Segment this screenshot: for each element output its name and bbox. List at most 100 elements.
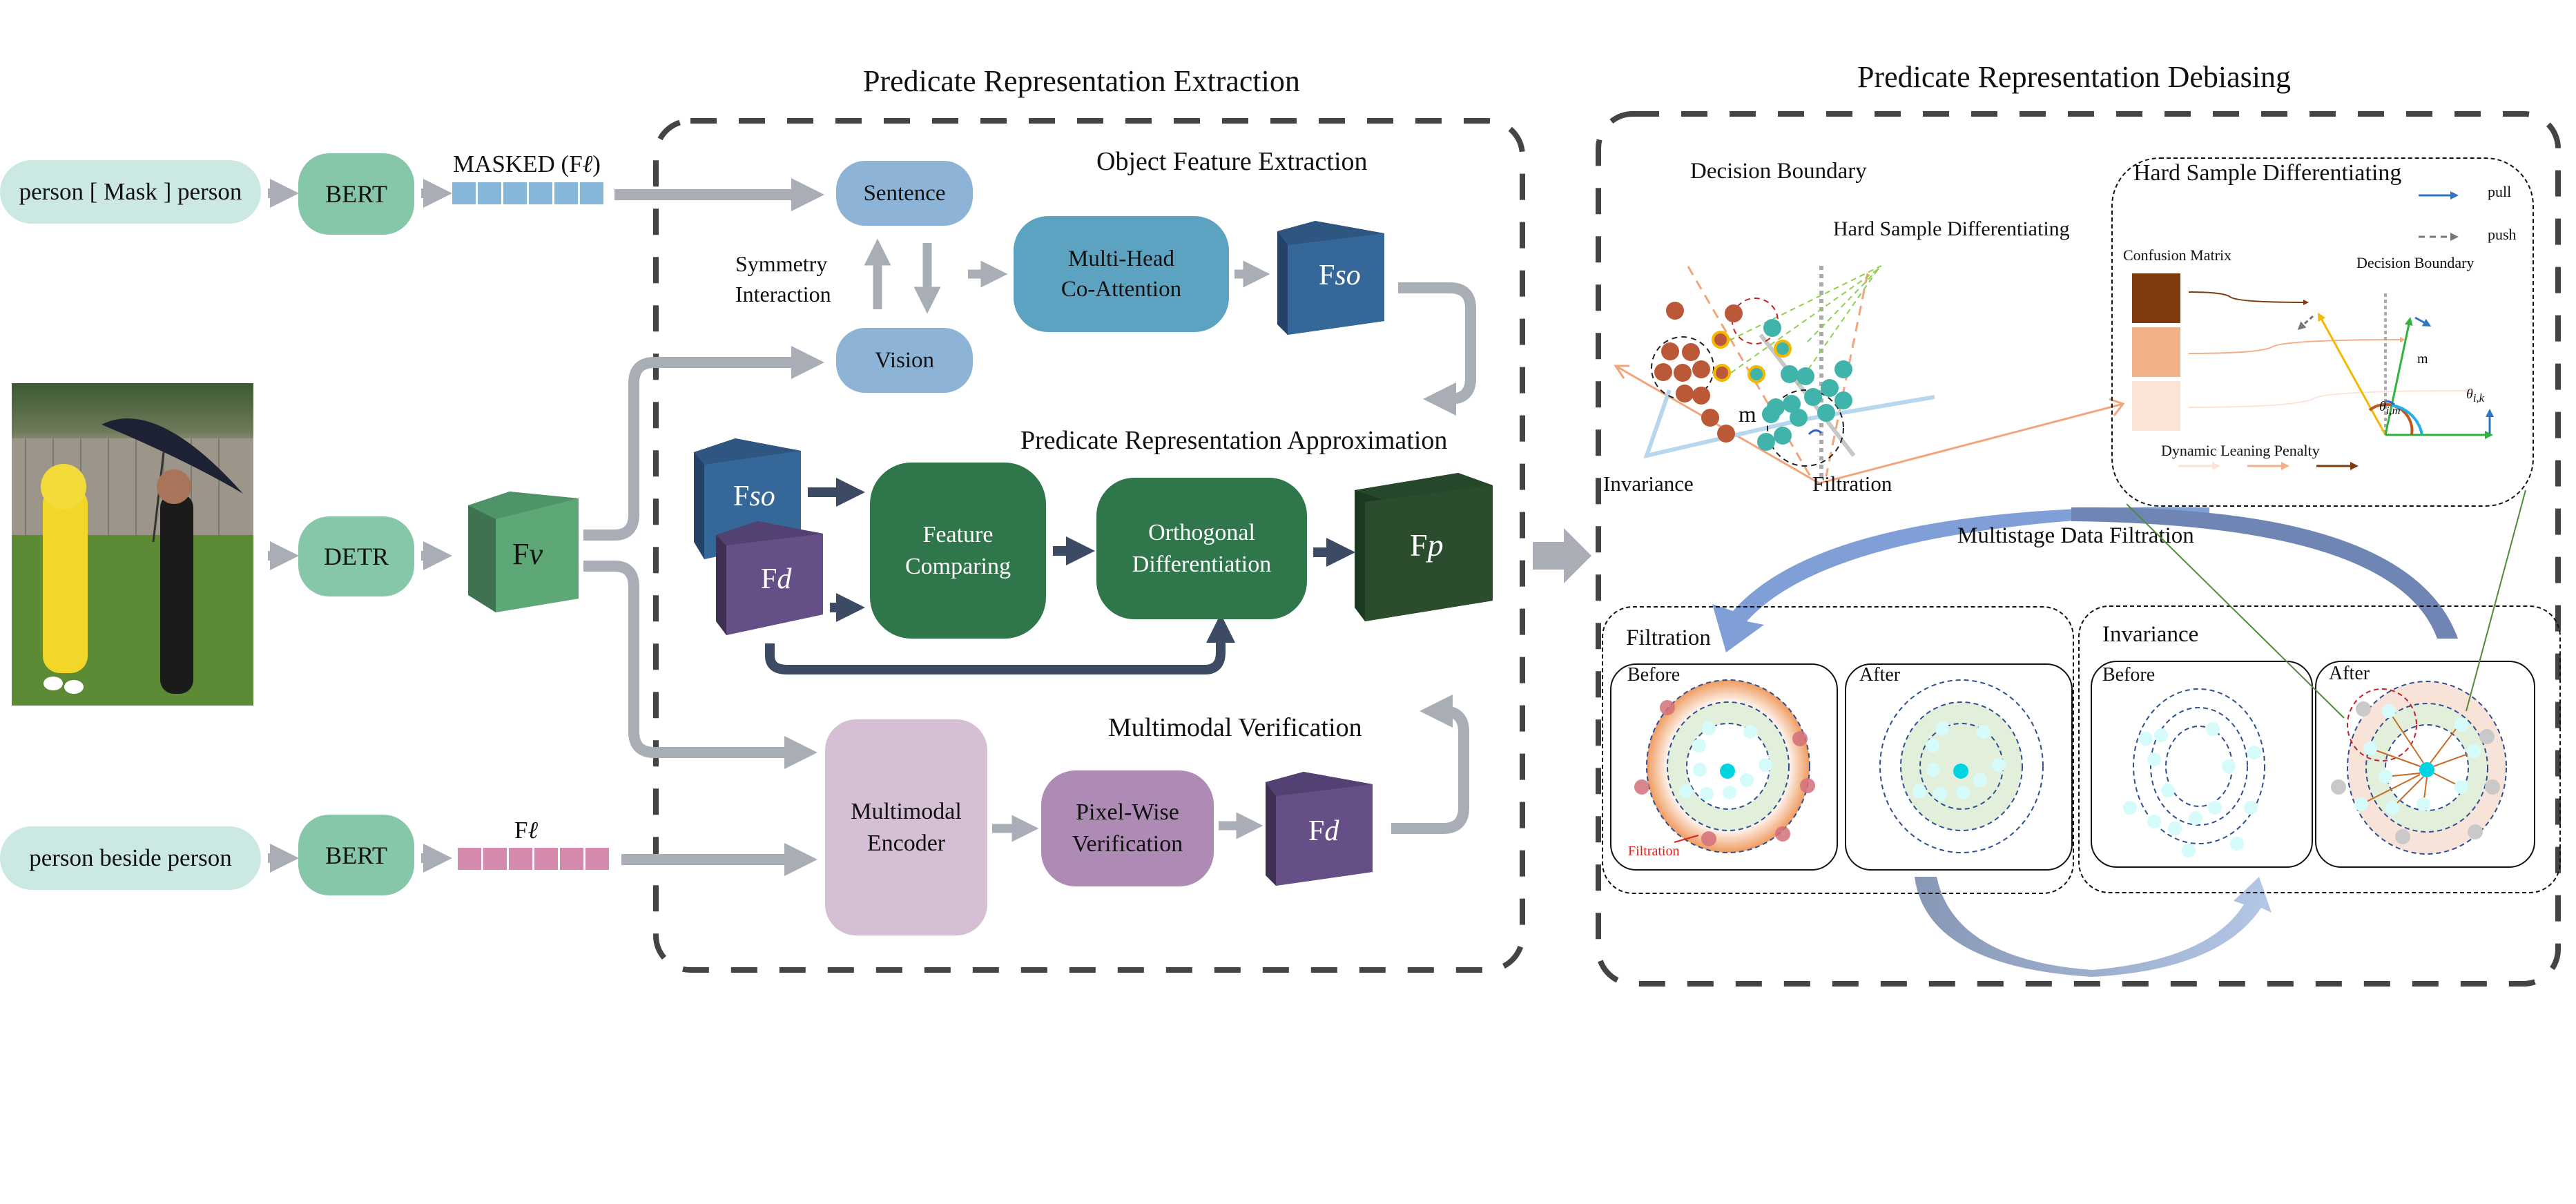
invariance-group-label: Invariance [2102,622,2199,647]
theta-m-sub: i,m [2385,404,2401,417]
debiasing-frame [1596,111,2561,987]
text-feature-label: Fℓ [514,817,538,844]
invariance-before-box [2091,661,2313,868]
theta-k-sub: i,k [2472,391,2485,405]
detr-encoder: DETR [298,516,414,596]
token [478,182,501,204]
confusion-flow-2 [2188,337,2405,354]
invariance-before-label: Before [2102,664,2156,686]
masked-token-bar [452,182,603,204]
bert-label: BERT [325,180,387,208]
multistage-right-arc [2071,507,2458,639]
token [452,182,476,204]
token [503,182,527,204]
token [580,182,603,204]
symmetry-line2: Interaction [735,282,831,307]
confusion-cell-2 [2132,327,2180,377]
masked-sentence-text: person [ Mask ] person [19,178,242,205]
fso-sub: so [1335,260,1361,291]
vector-m [2318,312,2387,436]
token [560,848,583,870]
detr-label: DETR [324,543,389,570]
hard-sample-panel [2111,157,2534,507]
connector-arrows [583,178,1476,876]
theta-m-label: θi,m [2379,399,2401,418]
co-attention-node: Multi-Head Co-Attention [1014,216,1229,332]
token [534,848,558,870]
fd-cube-pra: Fd [716,521,823,635]
invariance-group [2078,605,2561,893]
visual-feature-cube: Fv [468,492,579,612]
pixel-line1: Pixel-Wise [1076,799,1179,825]
pra-fd-sub: d [777,563,792,595]
hsd-margin-arc [2385,400,2395,406]
class-a-samples [1654,302,1743,443]
teal-cluster-ring [1767,389,1844,467]
mv-fd-sub: d [1324,815,1339,847]
filtration-after-box [1845,663,2073,871]
fl-sub: ℓ [527,817,539,844]
debiasing-title: Predicate Representation Debiasing [1857,60,2292,94]
fp-label: Fp [1410,527,1444,563]
legend-pull-label: pull [2488,183,2512,200]
masked-feature-label: MASKED (Fℓ) [453,150,601,178]
db-margin-label: m [1739,402,1756,427]
db-filtration-label: Filtration [1812,472,1892,496]
vision-node-label: Vision [874,347,935,373]
multistage-title: Multistage Data Filtration [1957,523,2194,548]
confusion-flow-3 [2188,388,2471,408]
fd-cube-mv: Fd [1266,772,1373,886]
pixel-wise-verification-node: Pixel-Wise Verification [1041,770,1214,886]
filtration-before-label: Before [1627,664,1681,686]
pra-title: Predicate Representation Approximation [1020,426,1448,455]
hsd-boundary-label: Decision Boundary [2356,254,2475,271]
symmetry-interaction-label: Symmetry Interaction [735,249,831,309]
fp-main: F [1410,527,1428,563]
comparing-line1: Feature [922,521,994,547]
filtration-before-rings [1634,679,1815,853]
bottom-arc [1915,877,2272,977]
class-b-hard-samples [1747,340,1792,383]
pra-arrows [765,478,1355,674]
pra-fso-sub: so [749,480,775,512]
theta-k-arc [2391,404,2423,436]
fp-cube-shape [1355,473,1493,621]
hsd-diagram [2132,191,2494,470]
multimodal-encoder-node: Multimodal Encoder [825,719,987,935]
section-transition-arrow [1533,528,1591,583]
confusion-cell-1 [2132,273,2180,323]
sentence-input: person beside person [0,826,261,890]
confusion-cell-3 [2132,381,2180,431]
fp-sub: p [1427,527,1444,563]
mv-fd-main: F [1308,815,1325,847]
fso-label-ofe: Fso [1319,259,1361,292]
fv-cube-shape [468,492,579,612]
input-image [12,383,253,706]
sentence-text: person beside person [29,844,232,871]
fso-label-pra: Fso [733,480,775,513]
masked-feature-text: MASKED (F [453,150,583,177]
fso-cube-ofe: Fso [1277,221,1384,335]
fso-cube-shape [1277,221,1384,335]
token [483,848,507,870]
filtration-group [1602,606,2074,894]
invariance-after-label: After [2329,663,2370,684]
decision-boundary-panel [1614,265,2125,485]
filtration-after-rings [1879,679,2044,853]
push-arrow [2297,315,2314,330]
bert-label-bottom: BERT [325,841,387,869]
fp-cube: Fp [1355,473,1493,621]
fv-main: F [512,537,530,571]
extraction-frame [653,118,1525,973]
filtration-after-label: After [1859,664,1901,686]
db-title: Decision Boundary [1690,159,1867,184]
theta-m-sym: θ [2379,399,2386,414]
encoder-line1: Multimodal [851,798,962,824]
fl-main: F [514,817,528,844]
mv-title: Multimodal Verification [1108,713,1362,742]
token [529,182,552,204]
orthogonal-differentiation-node: Orthogonal Differentiation [1096,478,1307,619]
input-arrows [268,179,452,873]
pull-arrow-1 [2414,316,2432,327]
